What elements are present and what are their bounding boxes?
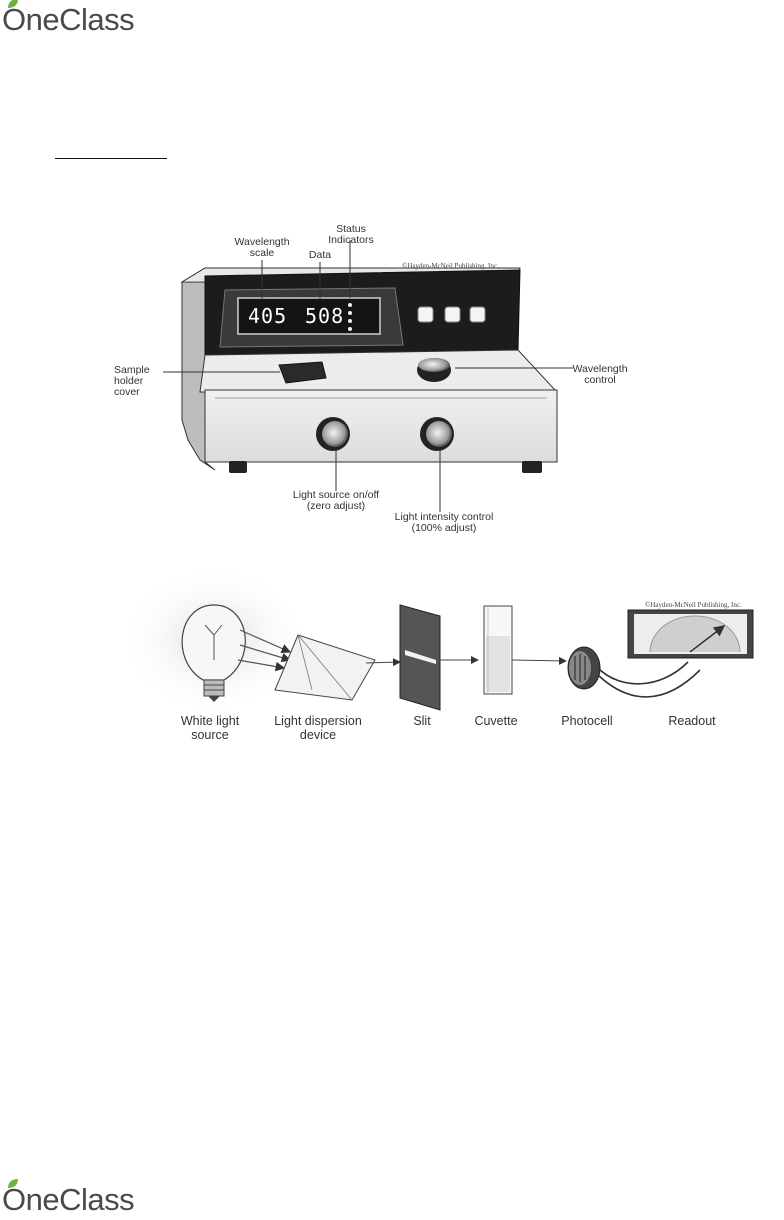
- copyright-notice: ©Hayden-McNeil Publishing, Inc.: [402, 262, 499, 270]
- label-slit: Slit: [413, 714, 431, 728]
- light-source-knob: [322, 421, 348, 447]
- leaf-icon: [8, 1179, 18, 1188]
- photocell-icon: [567, 646, 601, 690]
- panel-button: [469, 306, 486, 323]
- status-indicator-dot: [348, 319, 352, 323]
- prism-icon: [274, 634, 376, 701]
- brand-name: OneClass: [2, 2, 135, 37]
- light-bulb-icon: [181, 604, 246, 702]
- optical-path-diagram: [120, 565, 754, 715]
- light-intensity-knob: [426, 421, 452, 447]
- label-light-source: Light source on/off(zero adjust): [292, 489, 380, 512]
- status-indicator-dot: [348, 327, 352, 331]
- label-photocell: Photocell: [561, 714, 613, 728]
- label-cuvette: Cuvette: [474, 714, 518, 728]
- wavelength-readout: 405: [248, 304, 288, 328]
- blank-underline: [55, 158, 167, 159]
- panel-button: [417, 306, 434, 323]
- sample-holder-cover: [278, 361, 327, 384]
- spectrophotometer-illustration: [163, 240, 573, 512]
- lcd-display: [237, 297, 381, 335]
- cuvette-icon: [483, 605, 513, 695]
- label-data: Data: [308, 249, 332, 261]
- data-readout: 508: [305, 304, 345, 328]
- label-readout: Readout: [668, 714, 716, 728]
- brand-name: OneClass: [2, 1182, 135, 1217]
- copyright-notice-bottom: ©Hayden-McNeil Publishing, Inc.: [645, 601, 742, 609]
- readout-meter-icon: [627, 609, 754, 659]
- label-light-intensity: Light intensity control(100% adjust): [394, 511, 494, 534]
- slit-plate-icon: [399, 604, 441, 711]
- panel-button: [444, 306, 461, 323]
- leaf-icon: [8, 0, 18, 8]
- status-indicator-dot: [348, 303, 352, 307]
- status-indicator-dot: [348, 311, 352, 315]
